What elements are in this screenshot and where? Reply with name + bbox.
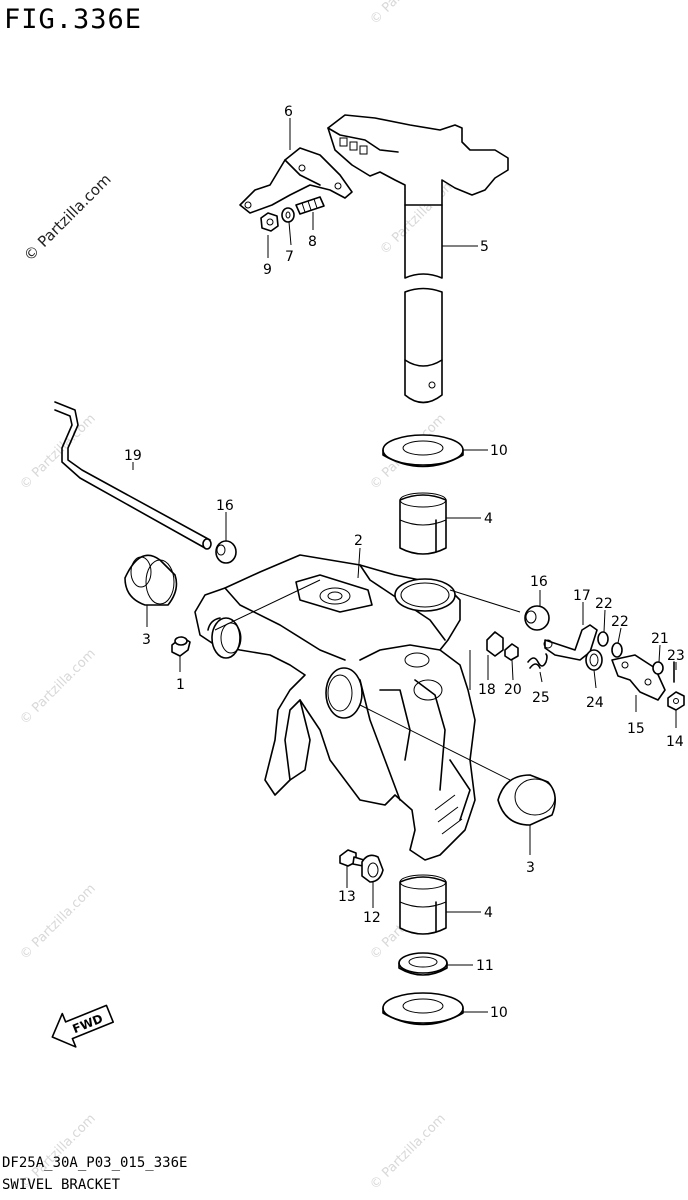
leader-lines <box>132 118 677 1013</box>
callout-13: 13 <box>338 889 356 905</box>
callout-25: 25 <box>532 690 550 706</box>
part-1-grease-nipple[interactable] <box>171 636 191 657</box>
callout-11: 11 <box>476 958 494 974</box>
part-21-washer[interactable] <box>652 661 664 675</box>
part-7-washer[interactable] <box>281 207 295 223</box>
callout-1: 1 <box>176 677 185 693</box>
figure-title: FIG.336E <box>4 4 143 35</box>
callout-10-upper: 10 <box>490 443 508 459</box>
callout-7: 7 <box>285 249 294 265</box>
part-24-spring[interactable] <box>585 649 603 671</box>
callout-8: 8 <box>308 234 317 250</box>
callout-19: 19 <box>124 448 142 464</box>
part-3-bushing-left[interactable] <box>124 554 178 606</box>
callout-6: 6 <box>284 104 293 120</box>
part-15-plate[interactable] <box>611 654 666 701</box>
callout-2: 2 <box>354 533 363 549</box>
part-8-stud[interactable] <box>295 196 325 215</box>
watermark: © Partzilla.com <box>367 0 449 28</box>
part-25-spring[interactable] <box>527 653 548 669</box>
part-11-washer[interactable] <box>398 952 448 976</box>
callout-9: 9 <box>263 262 272 278</box>
part-16-bushing-left[interactable] <box>215 540 237 564</box>
part-14-nut[interactable] <box>667 691 685 711</box>
watermark: © Partzilla.com <box>17 881 99 963</box>
watermark: © Partzilla.com <box>367 1111 449 1193</box>
fwd-arrow: FWD <box>51 1004 114 1048</box>
figure-code: DF25A_30A_P03_015_336E <box>2 1155 188 1171</box>
part-4-bushing-lower[interactable] <box>399 874 447 935</box>
part-9-nut[interactable] <box>260 212 279 232</box>
callout-20: 20 <box>504 682 522 698</box>
part-18-clip[interactable] <box>486 631 504 657</box>
part-10-washer-lower[interactable] <box>382 992 464 1026</box>
part-5-steering-shaft[interactable] <box>327 114 509 404</box>
part-17-lever[interactable] <box>543 624 598 661</box>
watermark: © Partzilla.com <box>17 411 99 493</box>
part-3-bushing-right[interactable] <box>497 774 556 826</box>
callout-3-right: 3 <box>526 860 535 876</box>
figure-name: SWIVEL BRACKET <box>2 1177 121 1193</box>
callout-18: 18 <box>478 682 496 698</box>
watermark: © Partzilla.com <box>17 646 99 728</box>
part-22-washer-b[interactable] <box>611 642 623 658</box>
part-16-bushing-right[interactable] <box>524 605 550 631</box>
callout-23: 23 <box>667 648 685 664</box>
part-12-collar[interactable] <box>361 854 384 883</box>
callout-12: 12 <box>363 910 381 926</box>
callout-15: 15 <box>627 721 645 737</box>
part-19-rod[interactable] <box>54 401 212 550</box>
callout-16-right: 16 <box>530 574 548 590</box>
callout-4-lower: 4 <box>484 905 493 921</box>
callout-21: 21 <box>651 631 669 647</box>
callout-10-lower: 10 <box>490 1005 508 1021</box>
part-13-bolt[interactable] <box>339 849 365 867</box>
part-4-bushing-upper[interactable] <box>399 492 447 555</box>
callout-4-upper: 4 <box>484 511 493 527</box>
callout-22-b: 22 <box>611 614 629 630</box>
part-20-screw[interactable] <box>504 643 519 661</box>
callout-22-a: 22 <box>595 596 613 612</box>
callout-14: 14 <box>666 734 684 750</box>
callout-16-left: 16 <box>216 498 234 514</box>
callout-24: 24 <box>586 695 604 711</box>
part-6-bracket[interactable] <box>239 147 353 214</box>
callout-labels: 6 9 7 8 5 10 4 19 16 2 3 1 16 17 22 22 2… <box>124 104 685 1021</box>
part-2-swivel-bracket[interactable] <box>194 554 476 861</box>
callout-17: 17 <box>573 588 591 604</box>
callout-3-left: 3 <box>142 632 151 648</box>
partzilla-watermark: © Partzilla.com <box>20 170 115 265</box>
part-22-washer-a[interactable] <box>597 631 609 647</box>
callout-5: 5 <box>480 239 489 255</box>
